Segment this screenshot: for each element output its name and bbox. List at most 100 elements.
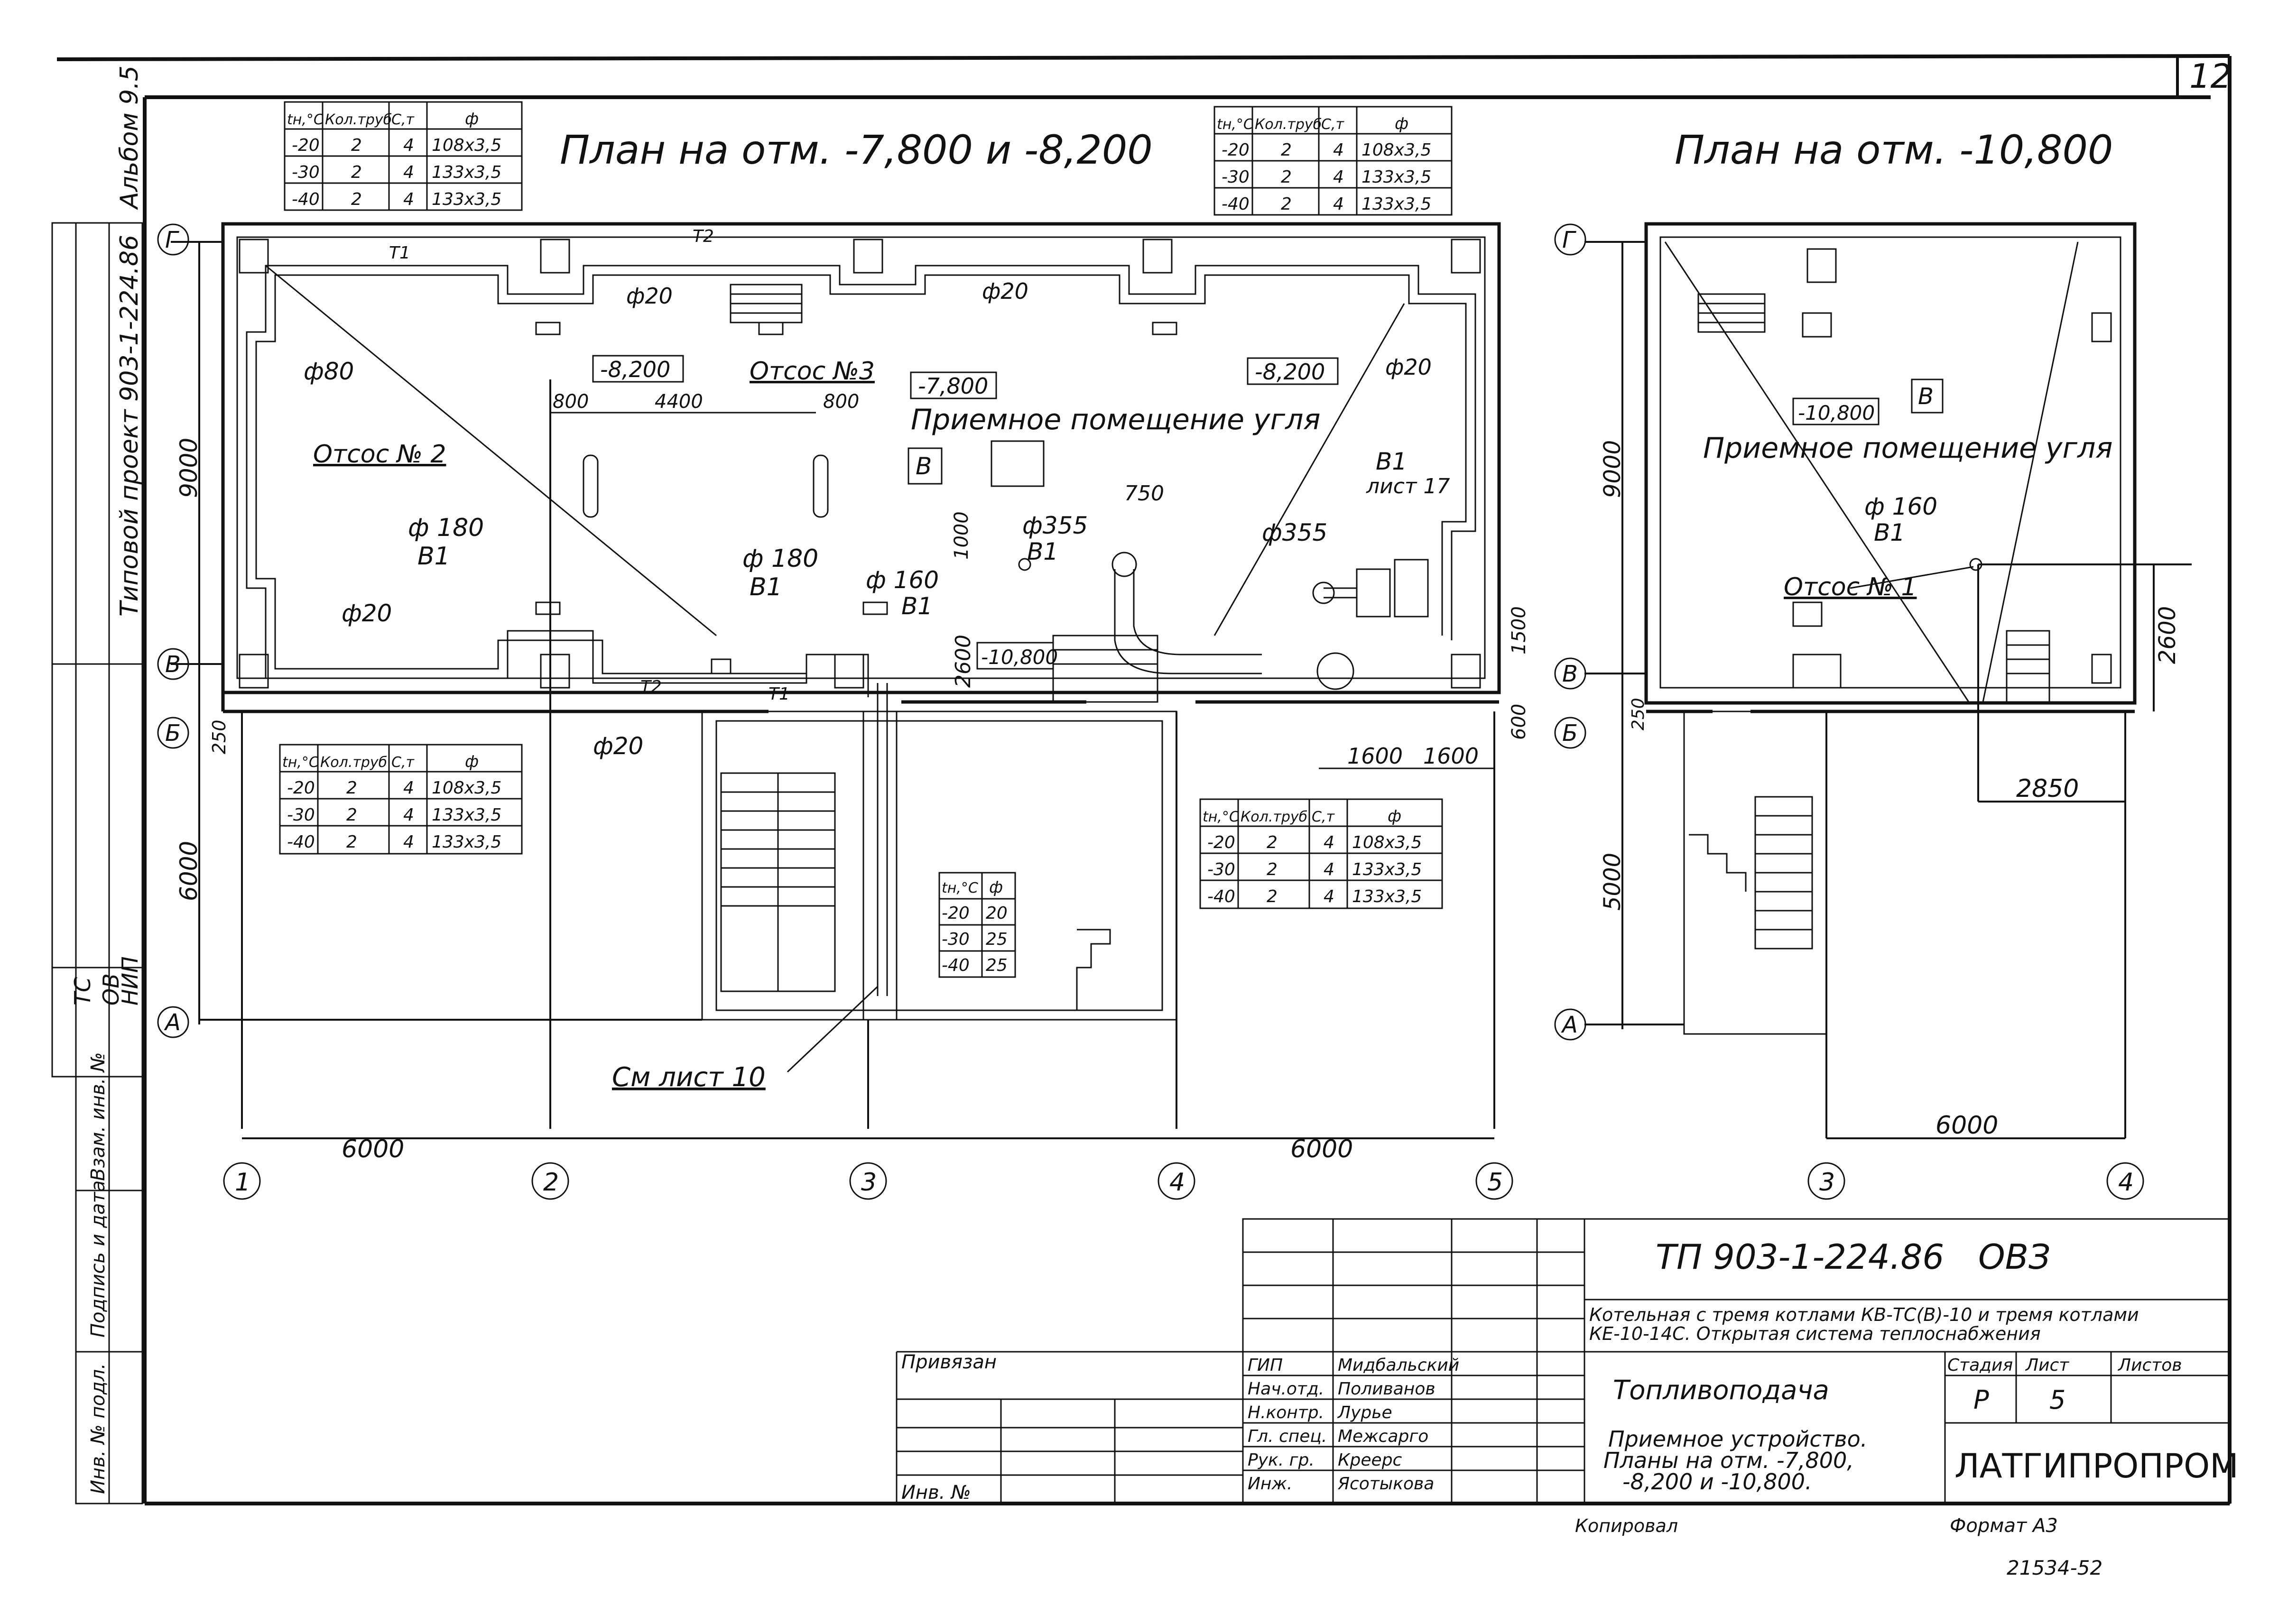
tb-name-3: Межсарго bbox=[1338, 1427, 1428, 1446]
t3-h0: tн,°C bbox=[282, 754, 319, 771]
dim-1600-b: 1600 bbox=[1423, 743, 1479, 769]
right-grid bbox=[1584, 241, 2192, 1139]
t3-r2c0: -40 bbox=[287, 832, 315, 852]
rt-r1c1: 25 bbox=[986, 930, 1008, 949]
t3-r1c1: 2 bbox=[346, 805, 357, 825]
t4-r0c0: -20 bbox=[1207, 833, 1235, 852]
tb-name-2: Лурье bbox=[1337, 1403, 1392, 1422]
t2-r2c1: 2 bbox=[1281, 194, 1292, 214]
label-t2-b: Т2 bbox=[640, 677, 662, 697]
label-phi160: ф 160 bbox=[866, 566, 939, 594]
t3-r1c3: 133х3,5 bbox=[432, 805, 501, 825]
label-phi355-a: ф355 bbox=[1022, 512, 1088, 539]
axis-g: Г bbox=[165, 227, 179, 253]
dim-1600-a: 1600 bbox=[1347, 743, 1403, 769]
axis-3: 3 bbox=[861, 1168, 877, 1197]
t4-h0: tн,°C bbox=[1203, 809, 1239, 825]
dim-800-b: 800 bbox=[823, 391, 859, 413]
label-list17: лист 17 bbox=[1366, 474, 1450, 498]
title-block bbox=[896, 1218, 2231, 1504]
t2-r0c1: 2 bbox=[1281, 140, 1292, 160]
t3-r1c0: -30 bbox=[287, 805, 315, 825]
t1-r2c2: 4 bbox=[403, 190, 414, 209]
t1-r0c1: 2 bbox=[351, 136, 362, 155]
t4-r1c3: 133х3,5 bbox=[1352, 860, 1422, 879]
t2-r2c0: -40 bbox=[1222, 194, 1250, 214]
pipe-table-top-right bbox=[1213, 106, 1453, 216]
tb-inv: Инв. № bbox=[901, 1482, 971, 1504]
pipe-table-top-left bbox=[284, 101, 523, 211]
tb-bound: Привязан bbox=[901, 1351, 997, 1373]
t4-r1c1: 2 bbox=[1267, 860, 1278, 879]
tb-desc-2: КЕ-10-14С. Открытая система теплоснабжен… bbox=[1589, 1323, 2041, 1344]
t1-r0c0: -20 bbox=[292, 136, 320, 155]
room-name-left: Приемное помещение угля bbox=[911, 403, 1321, 436]
tb-sheet-h: Лист bbox=[2025, 1356, 2069, 1375]
label-phi20-a: ф20 bbox=[626, 283, 673, 309]
axis-b-right: Б bbox=[1562, 720, 1578, 747]
level-10800-right: -10,800 bbox=[1798, 401, 1875, 424]
sheet-frame bbox=[56, 54, 2232, 1505]
rt-h0: tн,°C bbox=[942, 880, 978, 896]
pipe-table-mid-right bbox=[1199, 798, 1443, 909]
t2-r2c2: 4 bbox=[1333, 194, 1344, 214]
tb-format: Формат А3 bbox=[1950, 1515, 2058, 1537]
room-category-right: В bbox=[1918, 383, 1934, 410]
label-otsos1: Отсос № 1 bbox=[1784, 573, 1917, 601]
axis-2: 2 bbox=[543, 1168, 559, 1197]
dim-6000-a: 6000 bbox=[342, 1135, 404, 1163]
level-8200-a: -8,200 bbox=[600, 357, 670, 382]
t3-r2c2: 4 bbox=[403, 832, 414, 852]
tb-role-5: Инж. bbox=[1248, 1474, 1292, 1494]
label-phi20-e: ф20 bbox=[593, 732, 643, 760]
dim-5000-right: 5000 bbox=[1599, 853, 1626, 911]
tb-stage: Р bbox=[1973, 1385, 1989, 1415]
axis-b: Б bbox=[165, 720, 181, 747]
label-phi355-b: ф355 bbox=[1262, 519, 1327, 546]
axis-v-right: В bbox=[1562, 661, 1578, 687]
tb-sheet: 5 bbox=[2049, 1385, 2065, 1415]
tb-name-4: Креерс bbox=[1338, 1450, 1402, 1470]
t3-r1c2: 4 bbox=[403, 805, 414, 825]
tb-desc-1: Котельная с тремя котлами КВ-ТС(В)-10 и … bbox=[1589, 1304, 2139, 1325]
tb-name-0: Мидбальский bbox=[1338, 1356, 1459, 1375]
rt-r0c0: -20 bbox=[942, 904, 970, 923]
right-plan-walls bbox=[1644, 222, 2137, 1035]
tb-section: Топливоподача bbox=[1613, 1375, 1829, 1406]
t1-r1c1: 2 bbox=[351, 163, 362, 182]
rt-r2c0: -40 bbox=[942, 956, 970, 975]
t1-h3: ф bbox=[465, 110, 479, 129]
riser-table bbox=[938, 872, 1016, 978]
axis-3-right: 3 bbox=[1819, 1168, 1835, 1197]
t3-r2c3: 133х3,5 bbox=[432, 832, 501, 852]
left-lower-structure bbox=[701, 710, 1177, 1021]
t4-r0c2: 4 bbox=[1324, 833, 1334, 852]
t3-r2c1: 2 bbox=[346, 832, 357, 852]
label-t2-a: Т2 bbox=[693, 227, 714, 246]
t2-h3: ф bbox=[1395, 114, 1408, 133]
tb-sheet-title-2: Планы на отм. -7,800, bbox=[1603, 1448, 1854, 1473]
t1-h2: С,т bbox=[391, 111, 415, 128]
tb-role-2: Н.контр. bbox=[1248, 1403, 1324, 1422]
t2-r2c3: 133х3,5 bbox=[1361, 194, 1431, 214]
t4-h1: Кол.труб bbox=[1241, 809, 1307, 825]
dim-9000: 9000 bbox=[175, 438, 203, 498]
axis-1: 1 bbox=[235, 1168, 250, 1197]
t3-r0c2: 4 bbox=[403, 778, 414, 798]
label-phi180-b: ф 180 bbox=[742, 544, 818, 573]
t4-r0c1: 2 bbox=[1267, 833, 1278, 852]
t3-r0c3: 108х3,5 bbox=[432, 778, 501, 798]
axis-g-right: Г bbox=[1562, 227, 1576, 253]
t2-r1c2: 4 bbox=[1333, 167, 1344, 187]
room-name-right: Приемное помещение угля bbox=[1703, 432, 2113, 465]
label-otsos3: Отсос №3 bbox=[750, 357, 875, 386]
label-v1-d: В1 bbox=[1027, 538, 1058, 565]
tb-name-5: Ясотыкова bbox=[1337, 1474, 1434, 1494]
t4-h2: С,т bbox=[1312, 809, 1335, 825]
axis-4: 4 bbox=[1169, 1168, 1185, 1197]
t1-r2c0: -40 bbox=[292, 190, 320, 209]
t4-r1c2: 4 bbox=[1324, 860, 1334, 879]
t2-r1c1: 2 bbox=[1281, 167, 1292, 187]
t1-r1c3: 133х3,5 bbox=[432, 163, 501, 182]
label-phi20-c: ф20 bbox=[1385, 354, 1432, 380]
